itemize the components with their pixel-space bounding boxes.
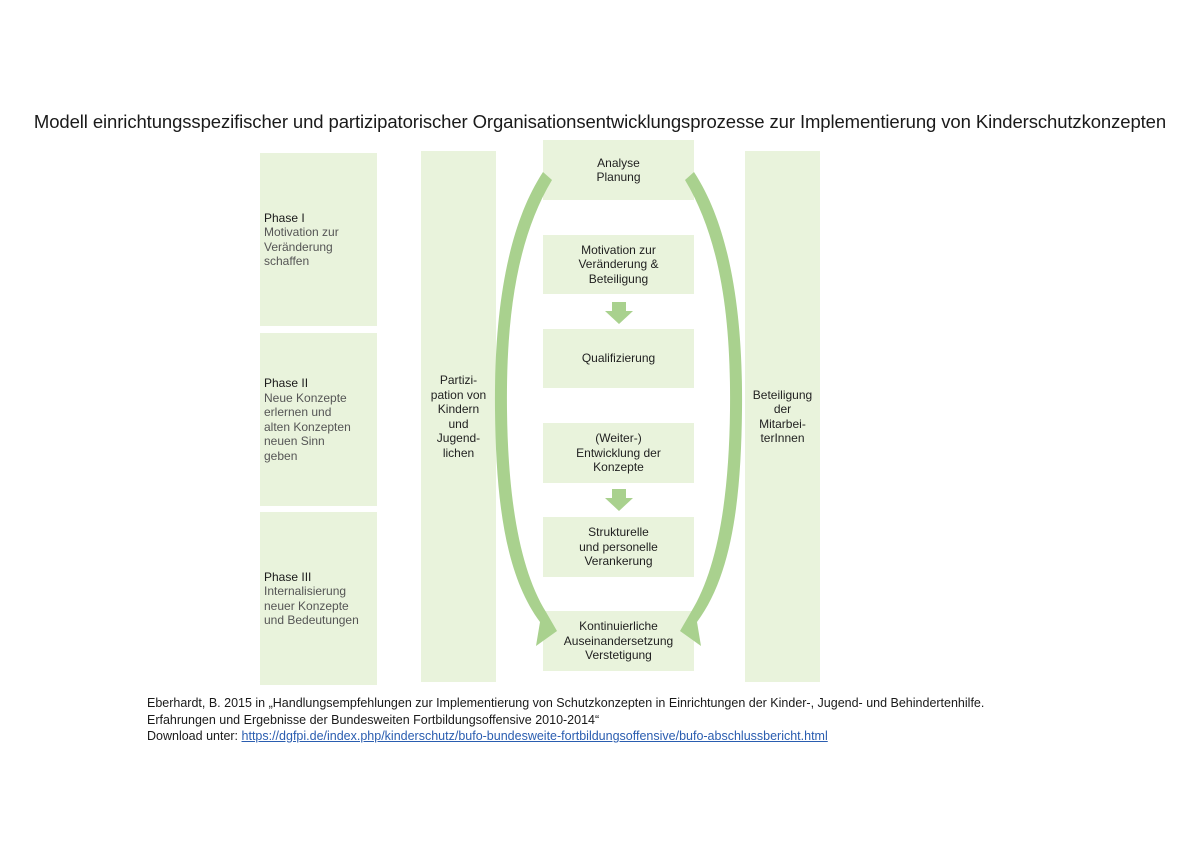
citation-line-3: Download unter: https://dgfpi.de/index.p… <box>147 728 984 745</box>
phase-2-name: Phase II <box>264 376 309 390</box>
step-verankerung: Strukturelle und personelle Verankerung <box>543 517 694 577</box>
down-arrow-1 <box>605 302 633 324</box>
step-qualifizierung: Qualifizierung <box>543 329 694 388</box>
phase-2-desc: Neue Konzepte erlernen und alten Konzept… <box>264 390 351 463</box>
download-prefix: Download unter: <box>147 729 242 743</box>
phase-2-box: Phase II Neue Konzepte erlernen und alte… <box>260 333 377 506</box>
citation-line-1: Eberhardt, B. 2015 in „Handlungsempfehlu… <box>147 696 985 710</box>
step-verstetigung: Kontinuierliche Auseinandersetzung Verst… <box>543 611 694 671</box>
phase-3-desc: Internalisierung neuer Konzepte und Bede… <box>264 584 359 627</box>
phase-1-desc: Motivation zur Veränderung schaffen <box>264 225 339 268</box>
step-analyse-planung: Analyse Planung <box>543 140 694 200</box>
phase-1-name: Phase I <box>264 210 305 225</box>
citation-footer: Eberhardt, B. 2015 in „Handlungsempfehlu… <box>147 695 984 745</box>
step-weiterentwicklung: (Weiter-) Entwicklung der Konzepte <box>543 423 694 483</box>
download-link[interactable]: https://dgfpi.de/index.php/kinderschutz/… <box>241 729 828 743</box>
citation-line-2: Erfahrungen und Ergebnisse der Bundeswei… <box>147 712 600 727</box>
down-arrow-2 <box>605 489 633 511</box>
phase-1-box: Phase I Motivation zur Veränderung schaf… <box>260 153 377 326</box>
diagram-title: Modell einrichtungsspezifischer und part… <box>33 111 1167 132</box>
phase-3-box: Phase III Internalisierung neuer Konzept… <box>260 512 377 685</box>
step-motivation: Motivation zur Veränderung & Beteiligung <box>543 235 694 294</box>
children-participation-column: Partizi- pation von Kindern und Jugend- … <box>421 151 496 682</box>
staff-participation-column: Beteiligung der Mitarbei- terInnen <box>745 151 820 682</box>
phase-3-name: Phase III <box>264 569 312 584</box>
